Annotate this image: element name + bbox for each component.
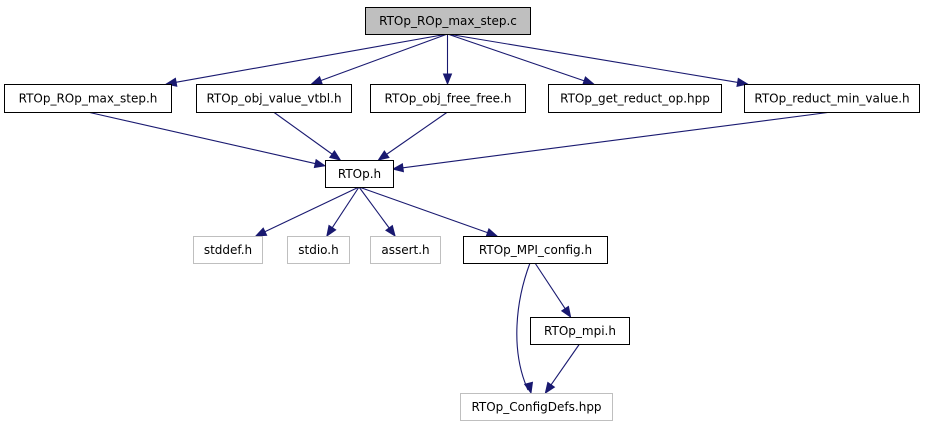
node-rtop-h[interactable]: RTOp.h — [325, 160, 394, 188]
node-label: RTOp_obj_free_free.h — [385, 92, 512, 106]
node-box — [548, 84, 722, 113]
node-rtop-rop-max-step-h[interactable]: RTOp_ROp_max_step.h — [4, 84, 172, 113]
node-label: stdio.h — [298, 243, 338, 257]
edge-mpi_h-to-configdefs_hpp — [544, 343, 580, 395]
node-assert-h: assert.h — [370, 236, 441, 264]
edge-vtbl_h-to-rtop_h — [273, 111, 342, 161]
node-rtop-obj-value-vtbl-h[interactable]: RTOp_obj_value_vtbl.h — [196, 84, 352, 113]
node-label: RTOp_ROp_max_step.h — [19, 92, 158, 106]
edge-rtop_h-to-stddef_h — [254, 186, 360, 237]
edge-rtop_h-to-mpiconf_h — [358, 186, 499, 237]
node-box — [370, 236, 441, 264]
node-rtop-configdefs-hpp: RTOp_ConfigDefs.hpp — [460, 393, 613, 421]
edge-root-to-rop_h — [164, 33, 448, 87]
edge-root-to-free_h — [442, 34, 453, 86]
node-box — [4, 84, 172, 113]
node-rtop-mpi-config-h[interactable]: RTOp_MPI_config.h — [463, 236, 608, 264]
node-box — [196, 84, 352, 113]
node-box — [744, 84, 920, 113]
node-rtop-reduct-min-value-h[interactable]: RTOp_reduct_min_value.h — [744, 84, 920, 113]
node-label: RTOp_ROp_max_step.c — [379, 14, 517, 28]
node-box — [530, 317, 630, 345]
node-box — [325, 160, 394, 188]
edge-redmin_h-to-rtop_h — [391, 111, 832, 173]
node-label: RTOp_obj_value_vtbl.h — [206, 92, 341, 106]
node-label: stddef.h — [204, 243, 252, 257]
node-stdio-h: stdio.h — [287, 236, 350, 264]
node-label: RTOp.h — [338, 167, 381, 181]
node-label: assert.h — [381, 243, 429, 257]
edge-rop_h-to-rtop_h — [87, 111, 327, 169]
edge-free_h-to-rtop_h — [377, 111, 448, 161]
edge-rtop_h-to-stdio_h — [326, 186, 360, 238]
edge-mpiconf_h-to-configdefs_hpp — [516, 262, 534, 395]
node-label: RTOp_ConfigDefs.hpp — [471, 400, 601, 414]
edge-mpiconf_h-to-mpi_h — [534, 262, 572, 319]
edge-root-to-getred_hpp — [447, 33, 595, 86]
node-label: RTOp_reduct_min_value.h — [754, 92, 909, 106]
edge-root-to-redmin_h — [447, 33, 749, 87]
node-box — [365, 7, 531, 35]
node-box — [370, 84, 526, 113]
node-rtop-rop-max-step-c[interactable]: RTOp_ROp_max_step.c — [365, 7, 531, 35]
node-label: RTOp_MPI_config.h — [479, 243, 592, 257]
node-box — [463, 236, 608, 264]
node-box — [460, 393, 613, 421]
edge-root-to-vtbl_h — [310, 33, 448, 85]
node-label: RTOp_get_reduct_op.hpp — [560, 92, 710, 106]
edges-layer — [87, 33, 832, 395]
node-rtop-mpi-h[interactable]: RTOp_mpi.h — [530, 317, 630, 345]
node-stddef-h: stddef.h — [193, 236, 263, 264]
node-label: RTOp_mpi.h — [544, 324, 616, 338]
node-box — [287, 236, 350, 264]
node-rtop-get-reduct-op-hpp[interactable]: RTOp_get_reduct_op.hpp — [548, 84, 722, 113]
node-rtop-obj-free-free-h[interactable]: RTOp_obj_free_free.h — [370, 84, 526, 113]
edge-rtop_h-to-assert_h — [358, 186, 396, 238]
node-box — [193, 236, 263, 264]
